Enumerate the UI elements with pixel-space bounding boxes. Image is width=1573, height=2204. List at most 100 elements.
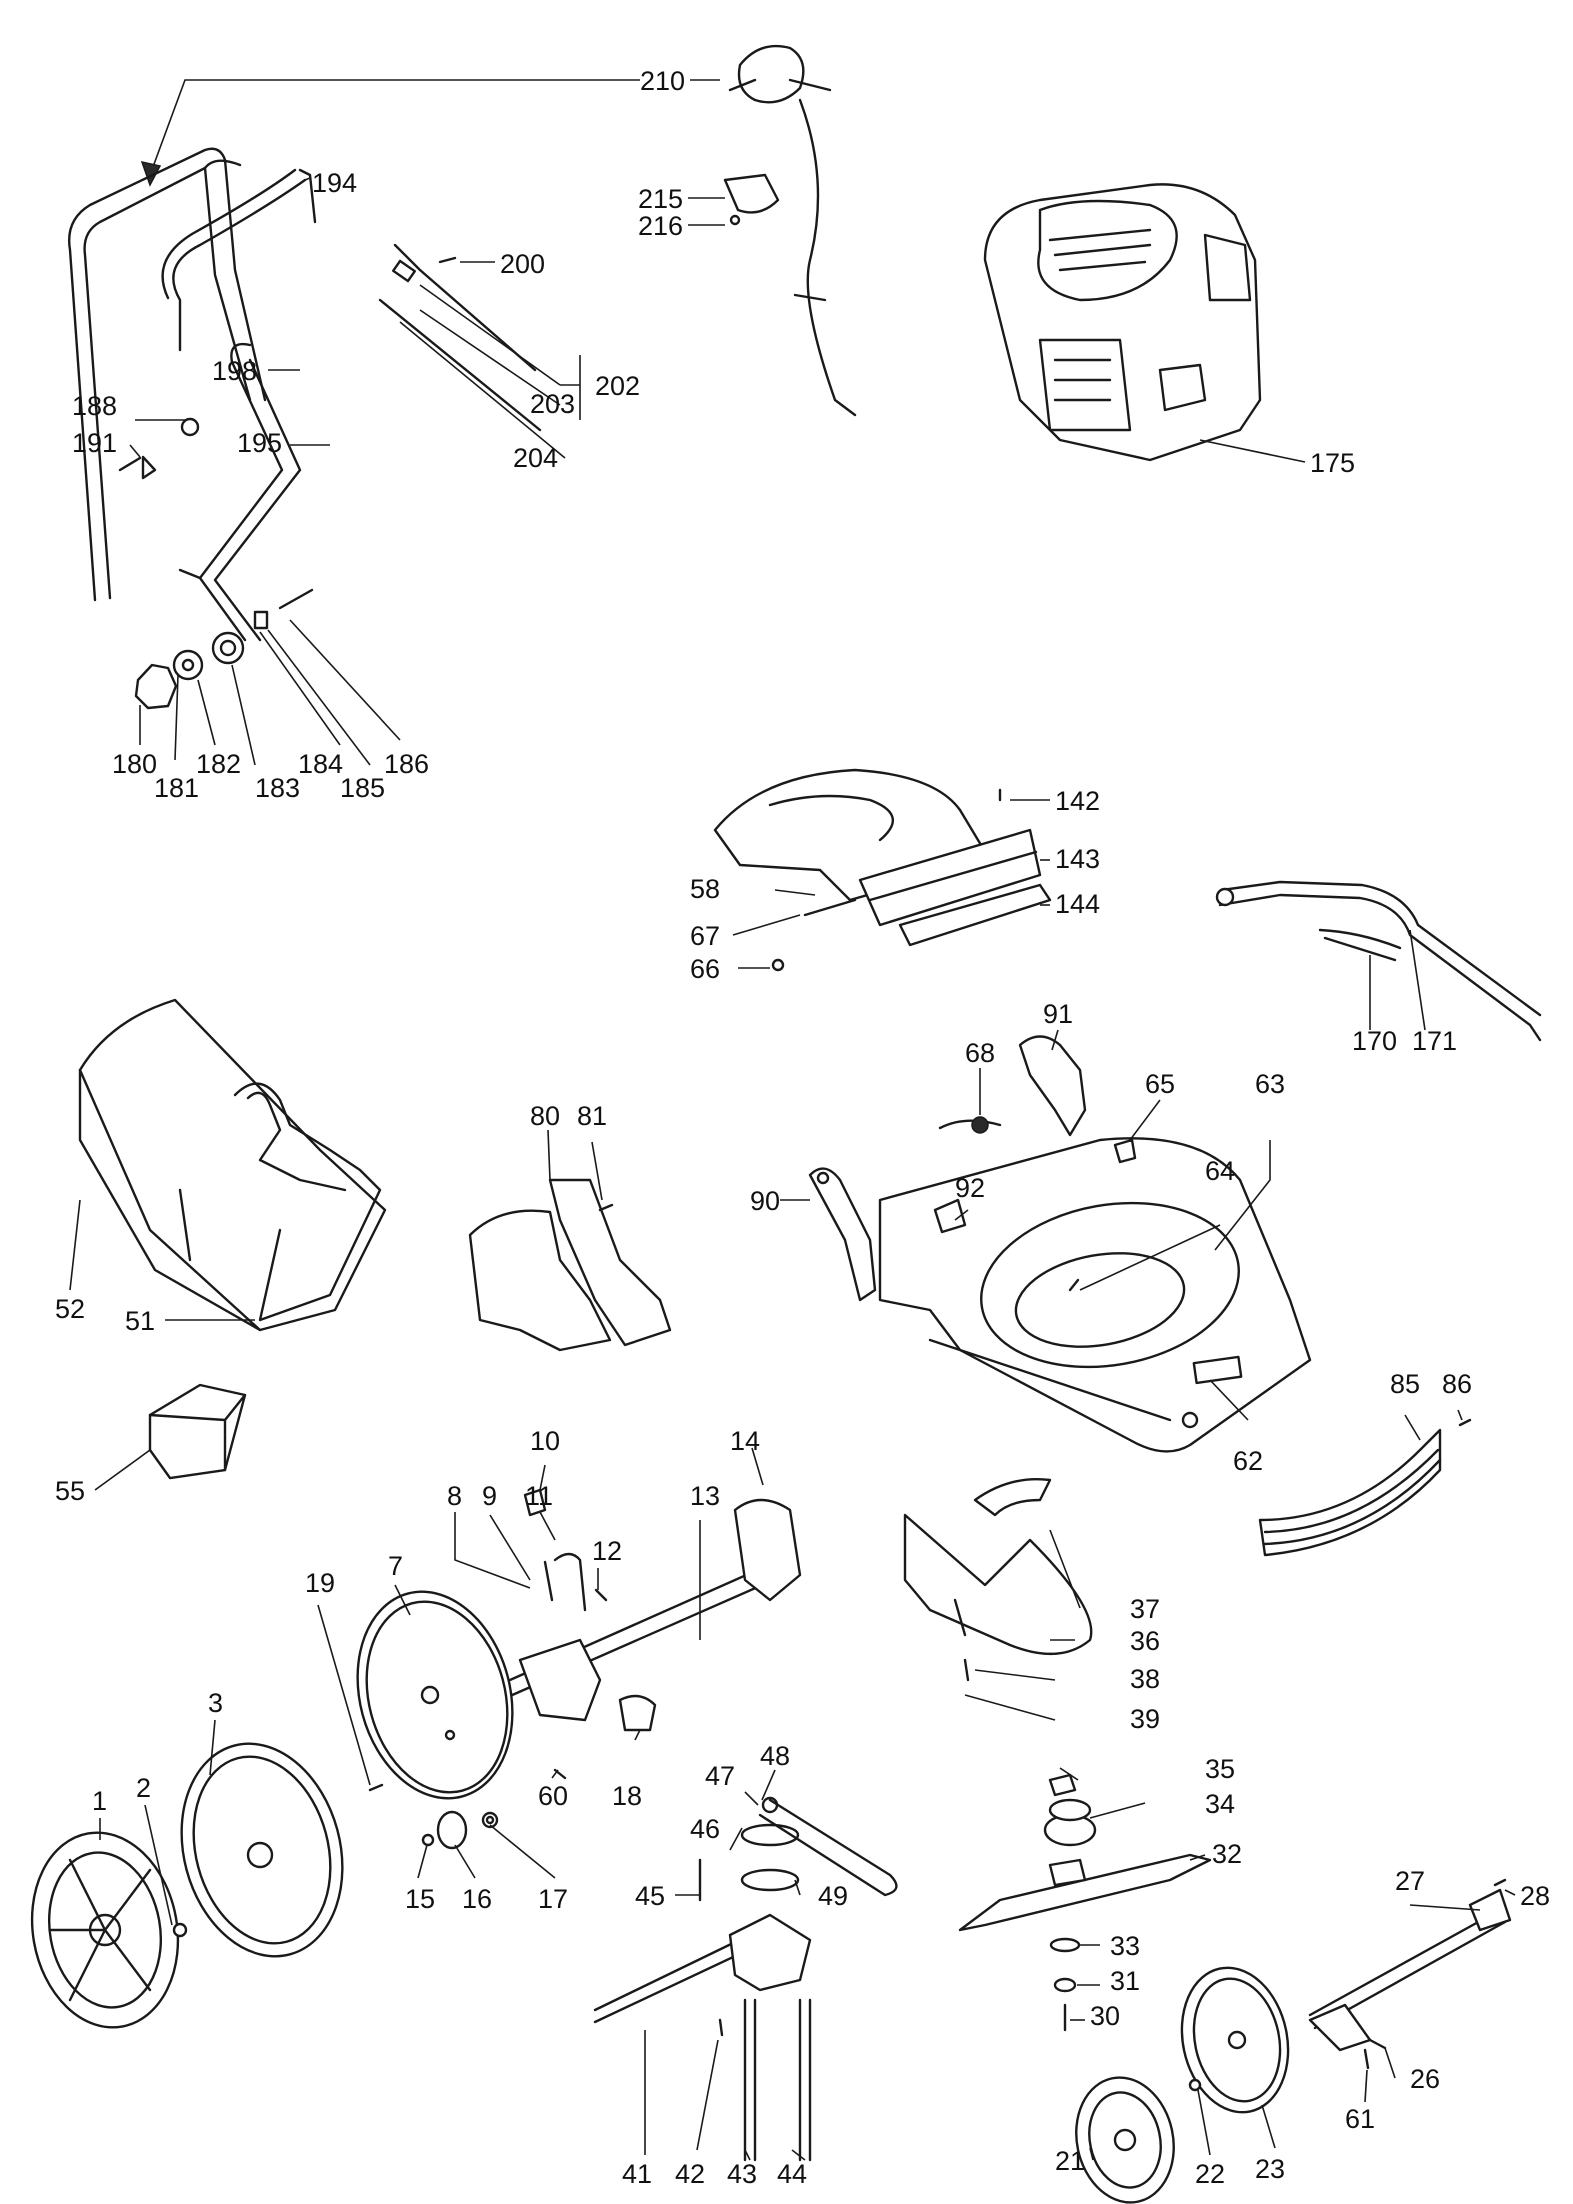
callout-203: 203 (530, 389, 575, 419)
callout-2: 2 (136, 1773, 151, 1803)
callout-11: 11 (525, 1481, 553, 1511)
callout-90: 90 (750, 1186, 780, 1216)
callout-8: 8 (447, 1481, 462, 1511)
callout-9: 9 (482, 1481, 497, 1511)
callout-191: 191 (72, 428, 117, 458)
hubcap-21 (1075, 2076, 1175, 2204)
callout-38: 38 (1130, 1664, 1160, 1694)
callout-41: 41 (622, 2159, 652, 2189)
callout-67: 67 (690, 921, 720, 951)
callout-210: 210 (640, 66, 685, 96)
callout-32: 32 (1212, 1839, 1242, 1869)
rear-wheel-3 (180, 1742, 344, 1958)
callout-49: 49 (818, 1881, 848, 1911)
callout-46: 46 (690, 1814, 720, 1844)
callout-51: 51 (125, 1306, 155, 1336)
callout-92: 92 (955, 1173, 985, 1203)
catcher-frame-51 (233, 1082, 382, 1322)
callout-33: 33 (1110, 1931, 1140, 1961)
bail-lever-194 (161, 168, 317, 352)
callout-27: 27 (1395, 1866, 1425, 1896)
callout-18: 18 (612, 1781, 642, 1811)
callout-216: 216 (638, 211, 683, 241)
callout-182: 182 (196, 749, 241, 779)
callout-52: 52 (55, 1294, 85, 1324)
handle-knob-assembly (118, 417, 314, 710)
callout-55: 55 (55, 1476, 85, 1506)
callout-labels: 210 194 215 216 200 198 202 203 188 191 … (55, 66, 1550, 2189)
callout-215: 215 (638, 184, 683, 214)
callout-19: 19 (305, 1568, 335, 1598)
rear-flap-assembly (713, 768, 1052, 972)
wheel-bracket-91 (1018, 1035, 1087, 1137)
callout-35: 35 (1205, 1754, 1235, 1784)
callout-7: 7 (388, 1551, 403, 1581)
callout-63: 63 (1255, 1069, 1285, 1099)
part-drawings (30, 44, 1542, 2204)
wheel-bracket-90 (808, 1167, 877, 1302)
callout-86: 86 (1442, 1369, 1472, 1399)
deflector-80 (468, 1178, 672, 1352)
callout-48: 48 (760, 1741, 790, 1771)
screw-61 (1363, 2048, 1370, 2070)
callout-60: 60 (538, 1781, 568, 1811)
callout-15: 15 (405, 1884, 435, 1914)
mower-deck-63 (878, 1137, 1312, 1453)
hubcap-1 (30, 1831, 180, 2029)
callout-42: 42 (675, 2159, 705, 2189)
callout-30: 30 (1090, 2001, 1120, 2031)
transmission-assembly (593, 1796, 898, 2162)
callout-23: 23 (1255, 2154, 1285, 2184)
callout-1: 1 (92, 1786, 107, 1816)
nut-22 (1188, 2078, 1202, 2092)
callout-21: 21 (1055, 2146, 1085, 2176)
callout-13: 13 (690, 1481, 720, 1511)
front-axle-27 (1308, 1878, 1512, 2052)
arrow-210 (140, 79, 640, 187)
callout-175: 175 (1310, 448, 1355, 478)
callout-183: 183 (255, 773, 300, 803)
callout-194: 194 (312, 168, 357, 198)
callout-188: 188 (72, 391, 117, 421)
mulch-chute-36 (903, 1478, 1093, 1682)
callout-39: 39 (1130, 1704, 1160, 1734)
callout-185: 185 (340, 773, 385, 803)
callout-144: 144 (1055, 889, 1100, 919)
callout-44: 44 (777, 2159, 807, 2189)
height-lever-171 (1215, 880, 1542, 1042)
callout-37: 37 (1130, 1594, 1160, 1624)
engine-175 (983, 183, 1262, 462)
callout-34: 34 (1205, 1789, 1235, 1819)
callout-200: 200 (500, 249, 545, 279)
callout-180: 180 (112, 749, 157, 779)
cable-assembly-202 (378, 243, 542, 432)
callout-26: 26 (1410, 2064, 1440, 2094)
callout-28: 28 (1520, 1881, 1550, 1911)
callout-202: 202 (595, 371, 640, 401)
callout-10: 10 (530, 1426, 560, 1456)
callout-64: 64 (1205, 1156, 1235, 1186)
callout-47: 47 (705, 1761, 735, 1791)
callout-184: 184 (298, 749, 343, 779)
callout-68: 68 (965, 1038, 995, 1068)
leader-lines (69, 79, 1516, 2161)
blade-assembly (958, 1773, 1212, 2032)
callout-170: 170 (1352, 1026, 1397, 1056)
callout-204: 204 (513, 443, 558, 473)
callout-61: 61 (1345, 2104, 1375, 2134)
callout-91: 91 (1043, 999, 1073, 1029)
lower-handle-195 (178, 342, 302, 642)
callout-186: 186 (384, 749, 429, 779)
pulley-7 (356, 1590, 514, 1800)
callout-58: 58 (690, 874, 720, 904)
mulch-plug-55 (148, 1383, 247, 1480)
callout-143: 143 (1055, 844, 1100, 874)
front-wheel-23 (1180, 1966, 1290, 2114)
fixing-parts (368, 1488, 657, 1792)
callout-85: 85 (1390, 1369, 1420, 1399)
callout-195: 195 (237, 428, 282, 458)
grass-catcher-52 (78, 998, 387, 1332)
callout-17: 17 (538, 1884, 568, 1914)
callout-22: 22 (1195, 2159, 1225, 2189)
callout-31: 31 (1110, 1966, 1140, 1996)
